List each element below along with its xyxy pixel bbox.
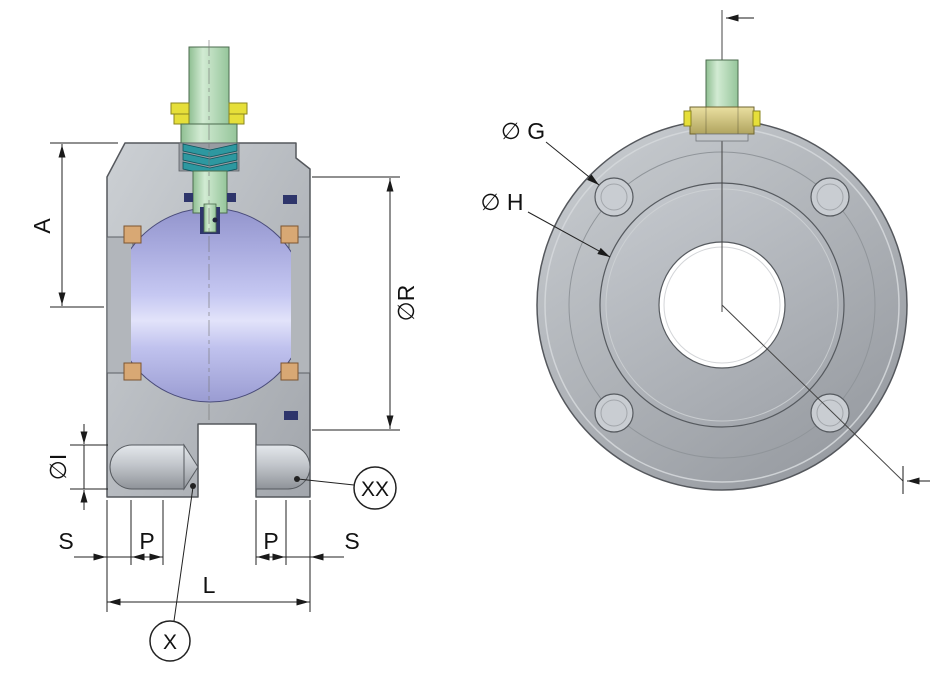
seat-top-right xyxy=(280,225,299,244)
nut-left-lower xyxy=(173,113,190,125)
stem-nuts xyxy=(170,102,248,125)
front-view: ∅ G ∅ H xyxy=(480,10,930,494)
stem-pin xyxy=(212,217,218,223)
balloon-xx-leader-dot xyxy=(294,476,300,482)
dim-l: L xyxy=(107,572,310,606)
section-view: A ∅R ∅I xyxy=(29,40,419,662)
bolt-hole-top-right-chamfer xyxy=(816,183,844,211)
packing-chevron xyxy=(182,143,238,158)
dim-sp: S P P S xyxy=(58,500,360,612)
bottom-ports xyxy=(109,443,311,491)
balloon-x-label: X xyxy=(163,631,177,654)
dim-label-a: A xyxy=(29,218,55,234)
bore-left xyxy=(106,236,134,374)
dim-label-i: ∅I xyxy=(45,454,71,480)
balloon-x: X xyxy=(149,483,196,662)
dim-label-r: ∅R xyxy=(393,285,419,322)
balloon-xx: XX xyxy=(294,466,397,510)
packing-chevron xyxy=(182,152,238,167)
bolt-hole-bottom-right-chamfer xyxy=(816,399,844,427)
nut-lock-tab-left xyxy=(683,110,692,127)
dim-i: ∅I xyxy=(45,424,108,510)
seat-bottom-left xyxy=(123,362,142,381)
stem-seal-right xyxy=(227,193,236,202)
port-left-drill-tip xyxy=(183,443,199,491)
dim-r: ∅R xyxy=(312,176,419,431)
seat-bottom-right xyxy=(280,362,299,381)
bolt-holes xyxy=(594,177,850,433)
dim-label-g: ∅ G xyxy=(501,118,545,144)
nut-lock-tab-right xyxy=(752,110,761,127)
dim-label-p-right: P xyxy=(263,528,278,554)
balloon-xx-label: XX xyxy=(361,478,389,501)
dim-label-h: ∅ H xyxy=(480,189,523,215)
nut-left-upper xyxy=(170,102,190,115)
body-seal-top-right xyxy=(283,195,297,204)
nut-right-upper xyxy=(228,102,248,115)
port-left xyxy=(109,444,185,490)
seat-top-left xyxy=(123,225,142,244)
stem-front-washer xyxy=(695,133,749,142)
dim-a: A xyxy=(29,142,118,308)
dim-label-s-left: S xyxy=(58,528,73,554)
dim-label-p-left: P xyxy=(139,528,154,554)
body-seal-bottom-right xyxy=(284,411,298,420)
stem-seal-left xyxy=(184,193,193,202)
bore-right xyxy=(288,236,311,374)
dim-h: ∅ H xyxy=(480,189,611,258)
stem-shaft xyxy=(188,46,230,125)
port-right xyxy=(255,444,311,490)
ball xyxy=(131,207,291,403)
balloon-x-circle xyxy=(149,620,191,662)
diagonal-centerline xyxy=(721,304,904,482)
bolt-hole-top-left-chamfer xyxy=(600,183,628,211)
nut-right-lower xyxy=(228,113,245,125)
bolt-hole-bottom-left-chamfer xyxy=(600,399,628,427)
dim-g: ∅ G xyxy=(501,118,600,186)
balloon-xx-circle xyxy=(353,466,397,510)
dim-label-s-right: S xyxy=(344,528,359,554)
stem-front xyxy=(683,59,761,142)
ball-group xyxy=(131,207,291,403)
balloon-x-leader-dot xyxy=(190,483,196,489)
seat-rings xyxy=(123,225,299,381)
stem-front-nut xyxy=(689,106,755,135)
dim-label-l: L xyxy=(203,572,216,598)
